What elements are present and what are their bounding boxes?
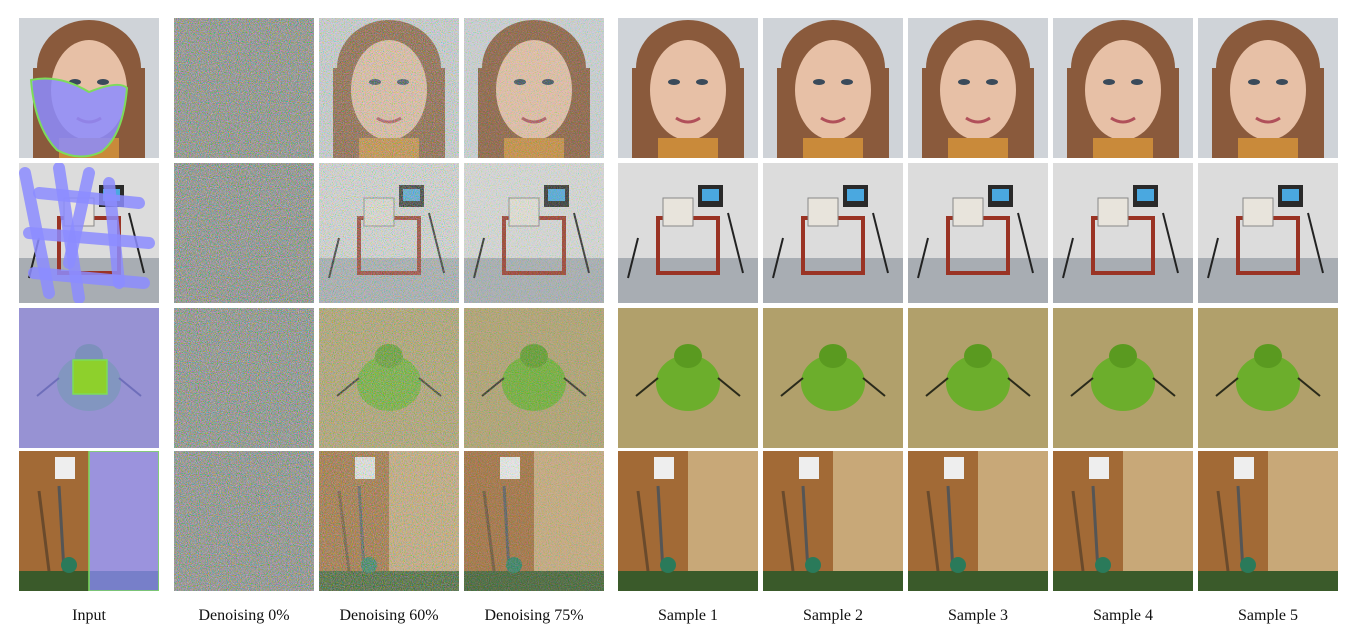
image-portrait-woman-sample-2: [763, 18, 903, 158]
image-graphic: [618, 308, 758, 448]
image-green-creature-denoising-75: [464, 308, 604, 448]
image-tool-shed-sample-3: [908, 451, 1048, 591]
image-tool-shed-denoising-75: [464, 451, 604, 591]
column-label: Sample 5: [1238, 607, 1298, 624]
image-graphic: [319, 308, 459, 448]
image-lab-equipment-cart-sample-3: [908, 163, 1048, 303]
image-graphic: [464, 163, 604, 303]
image-portrait-woman-sample-4: [1053, 18, 1193, 158]
image-lab-equipment-cart-sample-4: [1053, 163, 1193, 303]
image-graphic: [19, 308, 159, 448]
column-label: Input: [72, 607, 106, 624]
column-label: Denoising 75%: [484, 607, 584, 624]
image-tool-shed-sample-1: [618, 451, 758, 591]
image-graphic: [1198, 18, 1338, 158]
image-graphic: [1053, 163, 1193, 303]
image-portrait-woman-denoising-75: [464, 18, 604, 158]
image-graphic: [174, 451, 314, 591]
image-graphic: [618, 18, 758, 158]
image-graphic: [464, 18, 604, 158]
image-graphic: [908, 163, 1048, 303]
image-tool-shed-sample-5: [1198, 451, 1338, 591]
image-tool-shed-input: [19, 451, 159, 591]
image-lab-equipment-cart-denoising-75: [464, 163, 604, 303]
image-graphic: [19, 451, 159, 591]
image-graphic: [319, 163, 459, 303]
image-portrait-woman-denoising-0: [174, 18, 314, 158]
image-portrait-woman-sample-1: [618, 18, 758, 158]
image-lab-equipment-cart-denoising-0: [174, 163, 314, 303]
image-lab-equipment-cart-denoising-60: [319, 163, 459, 303]
image-lab-equipment-cart-sample-5: [1198, 163, 1338, 303]
image-graphic: [464, 451, 604, 591]
image-lab-equipment-cart-sample-1: [618, 163, 758, 303]
image-graphic: [1198, 163, 1338, 303]
image-tool-shed-denoising-60: [319, 451, 459, 591]
image-green-creature-sample-2: [763, 308, 903, 448]
image-graphic: [174, 308, 314, 448]
column-label: Sample 2: [803, 607, 863, 624]
image-graphic: [908, 451, 1048, 591]
image-graphic: [1053, 451, 1193, 591]
image-graphic: [464, 308, 604, 448]
image-graphic: [1198, 451, 1338, 591]
image-graphic: [763, 451, 903, 591]
image-portrait-woman-input: [19, 18, 159, 158]
image-portrait-woman-sample-5: [1198, 18, 1338, 158]
column-label: Sample 4: [1093, 607, 1153, 624]
image-portrait-woman-denoising-60: [319, 18, 459, 158]
column-label: Sample 1: [658, 607, 718, 624]
image-tool-shed-denoising-0: [174, 451, 314, 591]
image-graphic: [763, 18, 903, 158]
image-graphic: [1198, 308, 1338, 448]
image-graphic: [174, 163, 314, 303]
image-graphic: [908, 308, 1048, 448]
image-portrait-woman-sample-3: [908, 18, 1048, 158]
image-green-creature-denoising-60: [319, 308, 459, 448]
image-graphic: [763, 163, 903, 303]
image-green-creature-input: [19, 308, 159, 448]
image-graphic: [1053, 18, 1193, 158]
image-lab-equipment-cart-sample-2: [763, 163, 903, 303]
image-graphic: [618, 451, 758, 591]
image-green-creature-sample-5: [1198, 308, 1338, 448]
image-green-creature-sample-3: [908, 308, 1048, 448]
image-graphic: [319, 18, 459, 158]
column-label: Sample 3: [948, 607, 1008, 624]
image-graphic: [19, 163, 159, 303]
image-graphic: [763, 308, 903, 448]
column-label: Denoising 60%: [339, 607, 439, 624]
image-tool-shed-sample-4: [1053, 451, 1193, 591]
column-label: Denoising 0%: [198, 607, 290, 624]
image-graphic: [908, 18, 1048, 158]
image-graphic: [1053, 308, 1193, 448]
image-graphic: [174, 18, 314, 158]
image-lab-equipment-cart-input: [19, 163, 159, 303]
image-green-creature-sample-1: [618, 308, 758, 448]
image-graphic: [319, 451, 459, 591]
image-graphic: [618, 163, 758, 303]
image-green-creature-denoising-0: [174, 308, 314, 448]
image-green-creature-sample-4: [1053, 308, 1193, 448]
image-graphic: [19, 18, 159, 158]
image-tool-shed-sample-2: [763, 451, 903, 591]
